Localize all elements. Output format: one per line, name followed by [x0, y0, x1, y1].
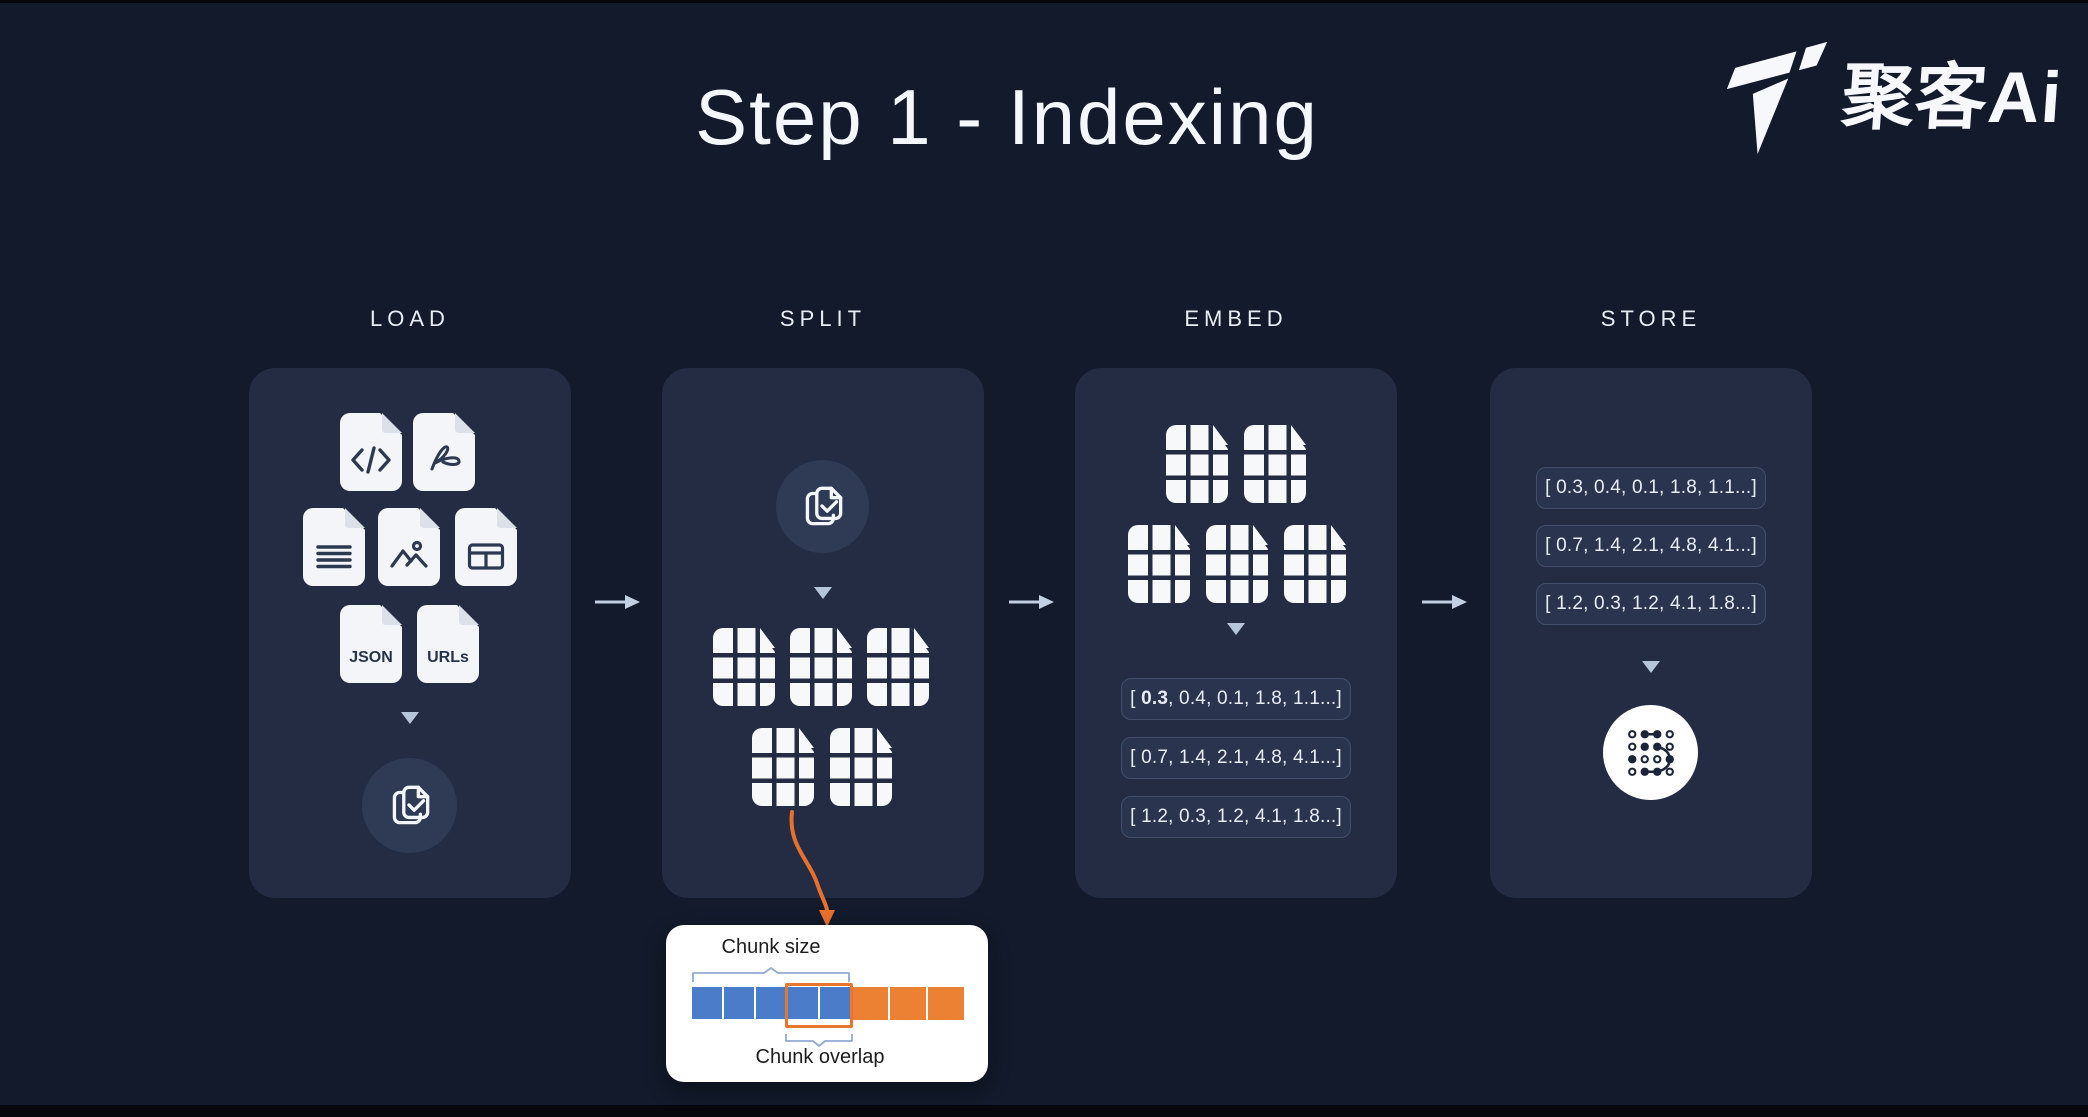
brand-logo: 聚客Ai	[1720, 36, 2065, 160]
chunk-detail-box: Chunk size Chunk overlap	[666, 925, 988, 1082]
stage-label-split: SPLIT	[779, 306, 867, 331]
documents-check-icon	[383, 779, 437, 833]
vector-text-bold: 0.3	[1141, 688, 1169, 709]
vector-pill: [ 1.2, 0.3, 1.2, 4.1, 1.8...]	[1121, 796, 1351, 838]
split-card	[662, 368, 984, 898]
chunk-icon	[1284, 525, 1346, 603]
load-card: JSON URLs	[249, 368, 571, 898]
vector-text: [ 0.7, 1.4, 2.1, 4.8, 4.1...]	[1545, 535, 1757, 556]
vector-pill: [ 0.3, 0.4, 0.1, 1.8, 1.1...]	[1536, 467, 1766, 509]
tilted-t-logo-icon	[1726, 41, 1828, 155]
down-triangle-icon	[814, 587, 832, 599]
json-file-icon: JSON	[340, 605, 402, 683]
table-file-icon	[455, 508, 517, 586]
vector-pill: [ 0.7, 1.4, 2.1, 4.8, 4.1...]	[1536, 525, 1766, 567]
chunk-detail-connector	[789, 810, 835, 927]
chunk-block-orange	[890, 987, 926, 1020]
down-triangle-icon	[1642, 661, 1660, 673]
chunk-icon	[1166, 425, 1228, 503]
documents-check-icon	[796, 480, 850, 534]
source-documents-circle	[776, 460, 869, 553]
chunk-block-orange	[928, 987, 964, 1020]
urls-file-label: URLs	[427, 649, 469, 666]
chunk-block-orange	[852, 987, 888, 1020]
brand-name: 聚客Ai	[1839, 58, 2065, 138]
vector-text: [ 1.2, 0.3, 1.2, 4.1, 1.8...]	[1130, 806, 1342, 827]
chunk-icon	[752, 728, 814, 806]
vector-text: [ 0.7, 1.4, 2.1, 4.8, 4.1...]	[1130, 747, 1342, 768]
chunk-icon	[713, 628, 775, 706]
stage-label-store: STORE	[1600, 306, 1702, 331]
store-card: [ 0.3, 0.4, 0.1, 1.8, 1.1...] [ 0.7, 1.4…	[1490, 368, 1812, 898]
chunk-icon	[790, 628, 852, 706]
chunk-overlap-label: Chunk overlap	[755, 1046, 885, 1068]
json-file-label: JSON	[349, 649, 393, 666]
stage-label-embed: EMBED	[1184, 306, 1288, 331]
arrow-split-to-embed	[1008, 594, 1054, 610]
top-letterbox	[0, 0, 2088, 3]
urls-file-icon: URLs	[417, 605, 479, 683]
chunk-block-blue	[820, 987, 850, 1019]
chunk-icon	[1206, 525, 1268, 603]
embed-card: [ 0.3, 0.4, 0.1, 1.8, 1.1...] [ 0.7, 1.4…	[1075, 368, 1397, 898]
chunk-overlap-bracket	[785, 1034, 853, 1047]
chunk-icon	[1244, 425, 1306, 503]
chunk-size-label: Chunk size	[721, 936, 821, 958]
loaded-documents-circle	[362, 758, 457, 853]
vector-db-circle	[1603, 705, 1698, 800]
arrow-load-to-split	[594, 594, 640, 610]
vector-pill: [ 0.3, 0.4, 0.1, 1.8, 1.1...]	[1121, 678, 1351, 720]
chunk-icon	[830, 728, 892, 806]
vector-text: [ 0.3, 0.4, 0.1, 1.8, 1.1...]	[1545, 477, 1757, 498]
vector-text: , 0.4, 0.1, 1.8, 1.1...]	[1168, 688, 1342, 709]
chunk-size-bracket	[692, 967, 850, 982]
image-file-icon	[378, 508, 440, 586]
text-file-icon	[303, 508, 365, 586]
stage-label-load: LOAD	[370, 306, 450, 331]
chunk-overlap-outline	[785, 983, 853, 1028]
chunk-block-blue	[756, 987, 786, 1019]
bottom-letterbox	[0, 1105, 2088, 1117]
down-triangle-icon	[401, 712, 419, 724]
chunk-block-blue	[788, 987, 818, 1019]
chunk-icon	[1128, 525, 1190, 603]
vector-text: [ 1.2, 0.3, 1.2, 4.1, 1.8...]	[1545, 593, 1757, 614]
vector-text: [	[1130, 688, 1142, 709]
chunk-block-blue	[724, 987, 754, 1019]
chunk-icon	[867, 628, 929, 706]
chunk-block-blue	[692, 987, 722, 1019]
code-file-icon	[340, 413, 402, 491]
vector-database-dots-icon	[1626, 728, 1676, 778]
down-triangle-icon	[1227, 623, 1245, 635]
vector-pill: [ 0.7, 1.4, 2.1, 4.8, 4.1...]	[1121, 737, 1351, 779]
arrow-embed-to-store	[1421, 594, 1467, 610]
pdf-file-icon	[413, 413, 475, 491]
connector-arrowhead-icon	[819, 910, 835, 927]
page-title: Step 1 - Indexing	[695, 73, 1319, 161]
vector-pill: [ 1.2, 0.3, 1.2, 4.1, 1.8...]	[1536, 583, 1766, 625]
